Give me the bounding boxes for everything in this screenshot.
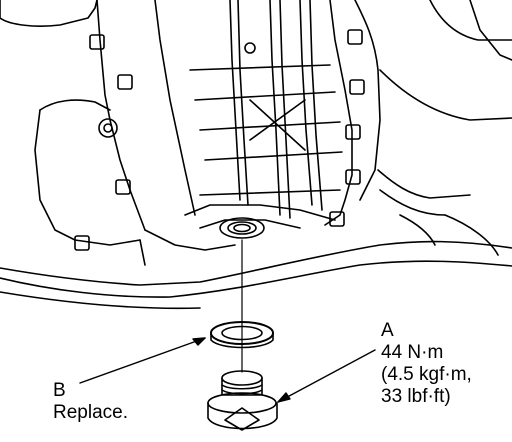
callout-a: A 44 N·m (4.5 kgf·m, 33 lbf·ft) — [381, 320, 472, 408]
callout-a-torque-kgfm: (4.5 kgf·m, — [381, 364, 472, 385]
callout-b: B Replace. — [53, 380, 128, 424]
callout-a-torque-nm: 44 N·m — [381, 342, 444, 363]
ribbed-section — [154, 0, 343, 219]
pan-outline — [0, 214, 512, 310]
callout-b-text: Replace. — [53, 402, 128, 423]
callout-a-letter: A — [381, 320, 394, 341]
left-flange — [34, 29, 365, 251]
drain-boss — [184, 204, 336, 239]
callout-a-torque-lbfft: 33 lbf·ft) — [381, 386, 451, 407]
transmission-case — [0, 0, 512, 256]
callout-b-letter: B — [53, 380, 66, 401]
sealing-washer — [210, 321, 274, 349]
leader-lines — [79, 337, 376, 403]
drain-plug — [207, 370, 278, 431]
